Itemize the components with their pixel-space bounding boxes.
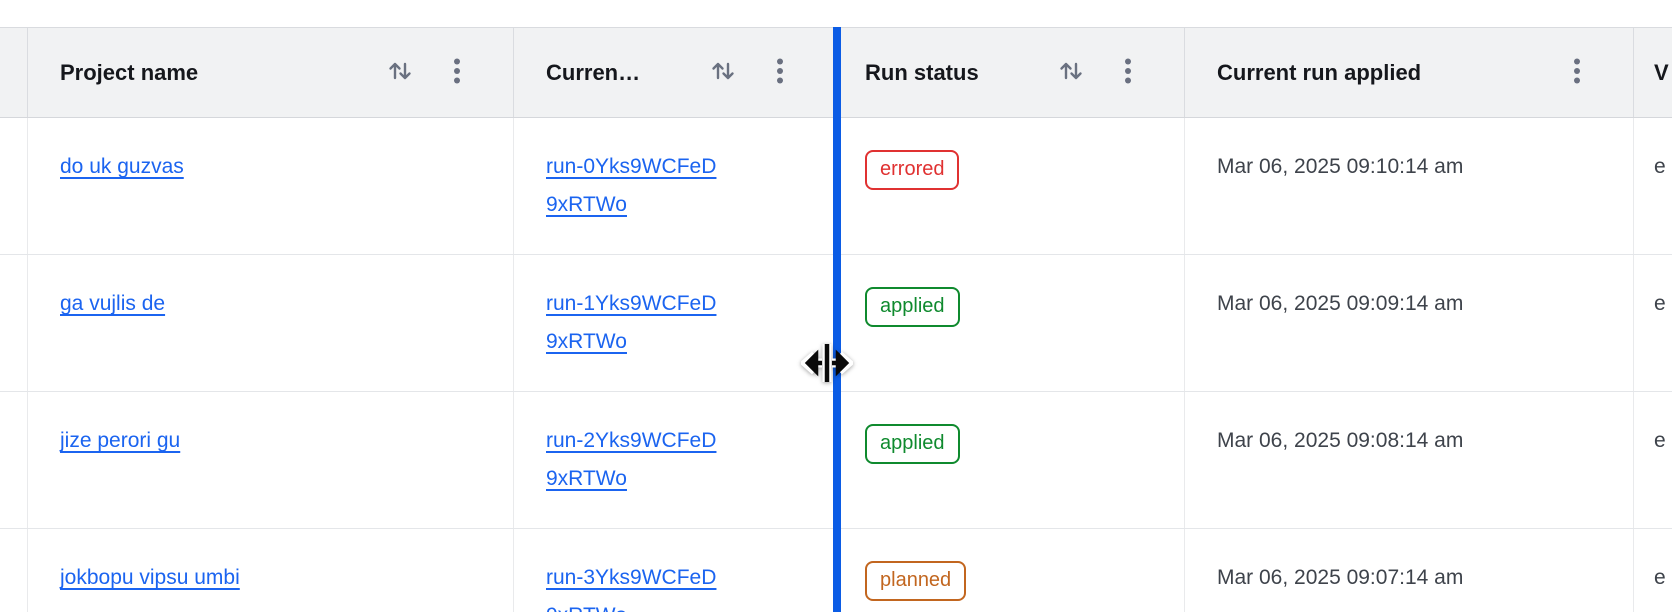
timestamp: Mar 06, 2025 09:08:14 am xyxy=(1217,429,1464,452)
column-menu-button[interactable] xyxy=(776,57,784,88)
clipped-cell: e xyxy=(1634,255,1672,391)
column-header-current-run: Curren… xyxy=(514,28,837,117)
column-resize-indicator[interactable] xyxy=(833,27,841,612)
current-run-applied-cell: Mar 06, 2025 09:09:14 am xyxy=(1185,255,1634,391)
project-name-cell: jokbopu vipsu umbi xyxy=(28,529,514,612)
clipped-text: e xyxy=(1654,292,1666,315)
current-run-applied-cell: Mar 06, 2025 09:08:14 am xyxy=(1185,392,1634,528)
timestamp: Mar 06, 2025 09:09:14 am xyxy=(1217,292,1464,315)
column-label: Project name xyxy=(60,59,199,85)
clipped-cell: e xyxy=(1634,529,1672,612)
column-menu-button[interactable] xyxy=(1573,57,1581,88)
clipped-text: e xyxy=(1654,429,1666,452)
column-header-run-status: Run status xyxy=(837,28,1185,117)
column-label: Run status xyxy=(865,59,979,85)
project-link[interactable]: jize perori gu xyxy=(60,429,181,452)
fragment-cell xyxy=(0,529,28,612)
status-badge: applied xyxy=(865,287,960,327)
kebab-menu-icon xyxy=(1124,57,1132,88)
current-run-applied-cell: Mar 06, 2025 09:10:14 am xyxy=(1185,118,1634,254)
current-run-applied-cell: Mar 06, 2025 09:07:14 am xyxy=(1185,529,1634,612)
fragment-cell xyxy=(0,118,28,254)
project-name-cell: ga vujlis de xyxy=(28,255,514,391)
column-label: V xyxy=(1654,59,1669,85)
sort-button[interactable] xyxy=(1056,56,1086,89)
run-status-cell: planned xyxy=(837,529,1185,612)
timestamp: Mar 06, 2025 09:10:14 am xyxy=(1217,155,1464,178)
kebab-menu-icon xyxy=(1573,57,1581,88)
sort-button[interactable] xyxy=(708,56,738,89)
swap-vertical-icon xyxy=(1056,56,1086,89)
project-link[interactable]: ga vujlis de xyxy=(60,292,166,315)
column-header-project-name: Project name xyxy=(28,28,514,117)
project-link[interactable]: jokbopu vipsu umbi xyxy=(60,566,240,589)
kebab-menu-icon xyxy=(776,57,784,88)
current-run-cell: run-3Yks9WCFeD9xRTWo xyxy=(514,529,837,612)
run-status-cell: applied xyxy=(837,392,1185,528)
timestamp: Mar 06, 2025 09:07:14 am xyxy=(1217,566,1464,589)
project-link[interactable]: do uk guzvas xyxy=(60,155,184,178)
status-badge: planned xyxy=(865,561,967,601)
column-label: Curren… xyxy=(546,59,641,85)
sort-button[interactable] xyxy=(385,56,415,89)
fragment-cell xyxy=(0,392,28,528)
column-header-clipped: V xyxy=(1634,28,1672,117)
column-label: Current run applied xyxy=(1217,59,1422,85)
status-badge: errored xyxy=(865,150,960,190)
fragment-cell xyxy=(0,255,28,391)
clipped-cell: e xyxy=(1634,392,1672,528)
swap-vertical-icon xyxy=(385,56,415,89)
run-status-cell: applied xyxy=(837,255,1185,391)
column-header-current-run-applied: Current run applied xyxy=(1185,28,1634,117)
project-name-cell: jize perori gu xyxy=(28,392,514,528)
column-menu-button[interactable] xyxy=(453,57,461,88)
clipped-cell: e xyxy=(1634,118,1672,254)
kebab-menu-icon xyxy=(453,57,461,88)
column-header-fragment xyxy=(0,28,28,117)
run-link[interactable]: run-3Yks9WCFeD9xRTWo xyxy=(546,566,717,612)
column-menu-button[interactable] xyxy=(1124,57,1132,88)
run-status-cell: errored xyxy=(837,118,1185,254)
swap-vertical-icon xyxy=(708,56,738,89)
clipped-text: e xyxy=(1654,566,1666,589)
status-badge: applied xyxy=(865,424,960,464)
project-name-cell: do uk guzvas xyxy=(28,118,514,254)
clipped-text: e xyxy=(1654,155,1666,178)
